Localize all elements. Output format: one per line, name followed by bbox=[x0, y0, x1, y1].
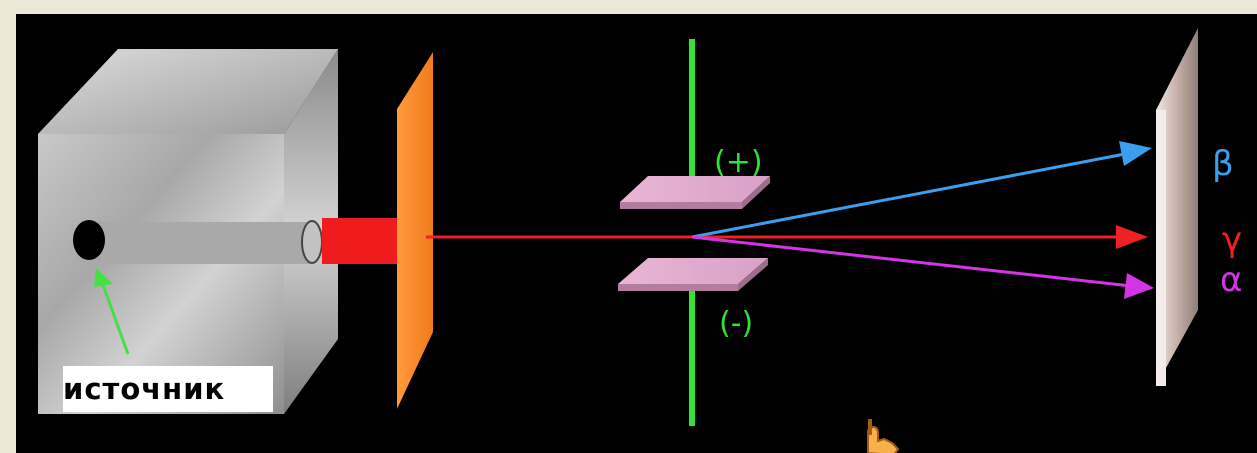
collimator-plate bbox=[397, 52, 433, 409]
hand-pointer-icon bbox=[867, 419, 900, 453]
top-plate-sign: (+) bbox=[714, 145, 763, 180]
alpha-symbol: α bbox=[1220, 260, 1243, 300]
ray-beta bbox=[691, 151, 1131, 239]
detector-screen bbox=[1156, 28, 1198, 386]
beta-symbol: β bbox=[1212, 144, 1234, 184]
bottom-plate-sign: (-) bbox=[719, 306, 754, 341]
gamma-symbol: γ bbox=[1222, 220, 1243, 260]
source-channel bbox=[88, 222, 310, 264]
ray-beta-head bbox=[1119, 141, 1152, 166]
beam-block bbox=[322, 218, 398, 264]
diagram-scene: источник (+) (-) β γ α bbox=[16, 14, 1257, 453]
source-label: источник bbox=[63, 366, 273, 412]
ray-alpha bbox=[691, 235, 1132, 288]
ray-gamma-head bbox=[1116, 225, 1148, 249]
source-hole bbox=[73, 220, 105, 260]
ray-alpha-head bbox=[1124, 273, 1154, 299]
source-outlet bbox=[301, 220, 323, 264]
top-plate bbox=[620, 176, 770, 209]
bottom-plate bbox=[618, 258, 768, 291]
pointer-arrow bbox=[94, 268, 130, 355]
source-box-top bbox=[38, 49, 338, 134]
source-box bbox=[38, 49, 338, 414]
